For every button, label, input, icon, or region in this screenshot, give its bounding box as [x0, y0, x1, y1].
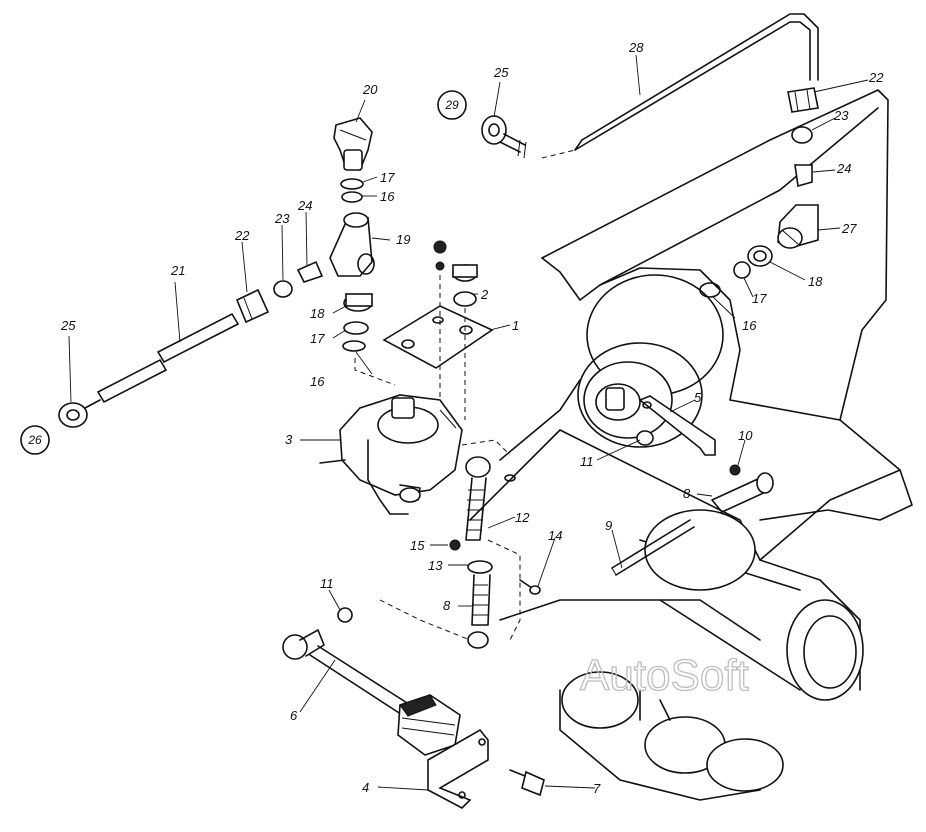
label-11-right: 11	[580, 454, 594, 469]
bracket-1-assembly	[382, 240, 494, 420]
label-22-left: 22	[234, 228, 250, 243]
label-16-right: 16	[742, 318, 757, 333]
svg-text:29: 29	[444, 98, 459, 112]
svg-text:26: 26	[27, 433, 42, 447]
label-27: 27	[841, 221, 857, 236]
rod-9-assembly	[611, 464, 774, 576]
label-15: 15	[410, 538, 425, 553]
label-24-left: 24	[297, 198, 312, 213]
label-16-top: 16	[380, 189, 395, 204]
label-11-bottom: 11	[320, 576, 334, 591]
label-16-lower: 16	[310, 374, 325, 389]
leader-lines	[68, 54, 869, 791]
label-19: 19	[396, 232, 410, 247]
label-4: 4	[362, 780, 369, 795]
label-17-lower: 17	[310, 331, 325, 346]
regulator-valve-3	[319, 394, 516, 515]
label-28: 28	[628, 40, 644, 55]
label-3: 3	[285, 432, 293, 447]
label-2: 2	[480, 287, 489, 302]
label-21: 21	[170, 263, 185, 278]
bracket-5-assembly	[636, 395, 716, 456]
circled-label-29: 29	[437, 90, 467, 120]
label-8-right: 8	[683, 486, 691, 501]
label-13: 13	[428, 558, 443, 573]
banjo-fitting-top	[481, 115, 527, 159]
label-18-lower: 18	[310, 306, 325, 321]
label-17-right: 17	[752, 291, 767, 306]
label-22-right: 22	[868, 70, 884, 85]
label-17-top: 17	[380, 170, 395, 185]
hose-assembly	[449, 456, 541, 649]
top-right-line-assembly	[541, 13, 819, 298]
label-12: 12	[515, 510, 530, 525]
label-23-right: 23	[833, 108, 849, 123]
bottom-assembly	[282, 599, 545, 809]
label-1: 1	[512, 318, 519, 333]
label-20: 20	[362, 82, 378, 97]
label-6: 6	[290, 708, 298, 723]
label-25-left: 25	[60, 318, 76, 333]
label-18-right: 18	[808, 274, 823, 289]
label-25-top: 25	[493, 65, 509, 80]
watermark: AutoSoft	[580, 651, 749, 700]
circled-label-26: 26	[20, 425, 50, 455]
label-9: 9	[605, 518, 612, 533]
label-14: 14	[548, 528, 562, 543]
label-5: 5	[694, 390, 702, 405]
left-line-assembly	[58, 117, 396, 428]
label-23-left: 23	[274, 211, 290, 226]
label-8-left: 8	[443, 598, 451, 613]
label-7: 7	[593, 781, 601, 796]
part-labels: 1 2 3 4 5 6 7 8 8 9 10 11 11 12 13 14 15…	[60, 40, 884, 796]
label-10: 10	[738, 428, 753, 443]
label-24-right: 24	[836, 161, 851, 176]
